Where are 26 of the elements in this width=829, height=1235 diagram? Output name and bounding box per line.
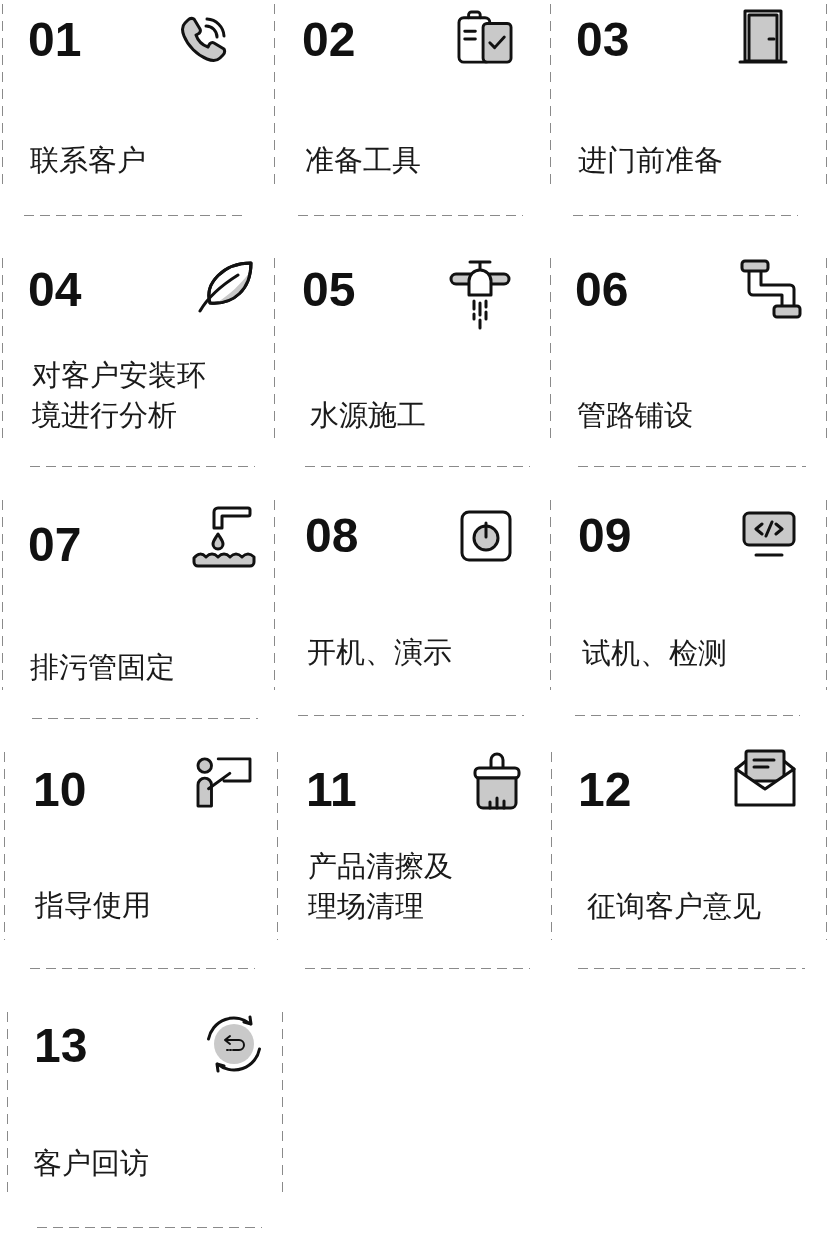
step-number: 13 — [34, 1022, 88, 1070]
step-label: 开机、演示 — [307, 634, 452, 671]
step-label: 产品清擦及理场清理 — [308, 848, 454, 925]
step-label: 排污管固定 — [30, 649, 175, 686]
step-label: 征询客户意见 — [587, 888, 761, 925]
step-label: 水源施工 — [310, 397, 426, 434]
step-number: 12 — [578, 766, 632, 814]
step-number: 02 — [302, 16, 356, 64]
step-number: 08 — [305, 512, 359, 560]
step-label: 准备工具 — [305, 142, 421, 179]
step-number: 10 — [33, 766, 87, 814]
step-label: 对客户安装环境进行分析 — [32, 357, 207, 434]
step-number: 06 — [575, 266, 629, 314]
step-number: 05 — [302, 266, 356, 314]
step-number: 11 — [306, 766, 357, 814]
step-number: 07 — [28, 521, 82, 569]
step-label: 管路铺设 — [577, 397, 693, 434]
step-label: 客户回访 — [33, 1145, 149, 1182]
step-label: 指导使用 — [35, 887, 151, 924]
step-number: 03 — [576, 16, 630, 64]
step-label: 进门前准备 — [578, 142, 723, 179]
step-label: 联系客户 — [30, 142, 146, 179]
step-label: 试机、检测 — [582, 635, 727, 672]
step-number: 09 — [578, 512, 632, 560]
step-number: 04 — [28, 266, 82, 314]
step-number: 01 — [28, 16, 82, 64]
